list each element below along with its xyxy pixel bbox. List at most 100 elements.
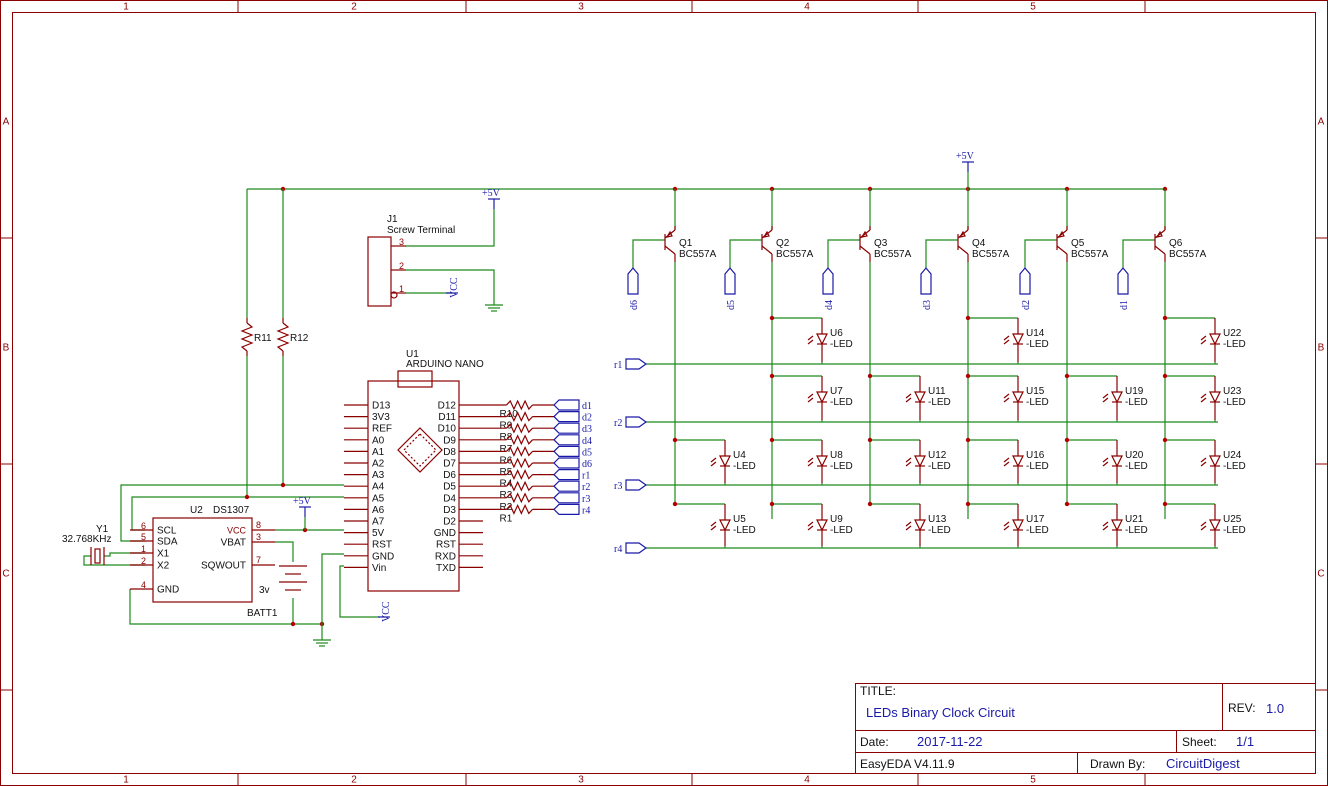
arduino-pin-label: TXD xyxy=(436,563,456,574)
usb-connector-icon xyxy=(397,370,433,388)
sheet-label: Sheet: xyxy=(1182,735,1217,749)
column-marker-bottom: 1 xyxy=(123,775,129,786)
led-icon xyxy=(1102,393,1109,399)
junction-dot xyxy=(1064,501,1070,507)
net-port-label: r1 xyxy=(614,360,622,371)
crystal-icon xyxy=(94,548,101,564)
crystal-value: 32.768KHz xyxy=(62,534,111,545)
led-icon xyxy=(1102,461,1109,467)
j1-pin-number: 1 xyxy=(399,284,404,294)
column-marker-top: 5 xyxy=(1030,2,1036,13)
transistor-part: BC557A xyxy=(679,249,717,260)
net-port-label: r4 xyxy=(582,505,590,516)
led-icon xyxy=(1200,339,1207,345)
mcu-chip-icon xyxy=(397,427,443,473)
transistor-ref: Q5 xyxy=(1071,238,1085,249)
led-icon xyxy=(807,461,814,467)
arduino-pin-label: A7 xyxy=(372,517,385,528)
led-icon xyxy=(710,461,717,467)
column-marker-bottom: 3 xyxy=(578,775,584,786)
led-icon xyxy=(905,457,912,463)
arduino-pin-label: D11 xyxy=(438,412,456,423)
column-marker-bottom: 2 xyxy=(351,775,357,786)
j1-pin-number: 2 xyxy=(399,261,404,271)
column-marker-top: 2 xyxy=(351,2,357,13)
led-icon xyxy=(807,457,814,463)
led-icon xyxy=(1102,521,1109,527)
column-marker-top: 3 xyxy=(578,2,584,13)
rtc-pin-number: 7 xyxy=(256,555,261,565)
software-version: EasyEDA V4.11.9 xyxy=(860,757,955,771)
led-value: -LED xyxy=(928,525,951,536)
arduino-pin-label: REF xyxy=(372,424,392,435)
rtc-pin-label: SCL xyxy=(157,526,177,537)
arduino-pin-label: D2 xyxy=(443,517,456,528)
date-label: Date: xyxy=(860,735,889,749)
power-5v-label: +5V xyxy=(956,151,975,162)
row-marker-right: B xyxy=(1318,343,1325,354)
j1-name: Screw Terminal xyxy=(387,225,455,236)
resistor-body xyxy=(506,422,533,434)
led-icon xyxy=(914,391,926,404)
junction-dot xyxy=(280,482,286,488)
wire xyxy=(104,552,145,557)
led-value: -LED xyxy=(830,461,853,472)
transistor-icon xyxy=(1154,245,1166,255)
wire xyxy=(925,239,958,268)
led-icon xyxy=(807,525,814,531)
led-icon xyxy=(807,397,814,403)
led-ref: U11 xyxy=(928,386,946,397)
led-value: -LED xyxy=(830,397,853,408)
arduino-pin-label: 5V xyxy=(372,528,385,539)
junction-dot xyxy=(965,501,971,507)
column-marker-top: 4 xyxy=(804,2,810,13)
battery-value: 3v xyxy=(259,585,270,596)
led-ref: U19 xyxy=(1125,386,1144,397)
rtc-pin-number: 4 xyxy=(141,580,146,590)
led-icon xyxy=(1200,525,1207,531)
net-port-label: d1 xyxy=(582,401,592,412)
resistor-ref: R7 xyxy=(500,444,513,455)
drawing-title: LEDs Binary Clock Circuit xyxy=(866,705,1015,720)
transistor-arrow xyxy=(860,230,868,238)
j1-pin-number: 3 xyxy=(399,237,404,247)
net-port-label: d2 xyxy=(1021,300,1032,310)
led-icon xyxy=(1200,461,1207,467)
led-value: -LED xyxy=(733,461,756,472)
led-icon xyxy=(1200,457,1207,463)
rtc-pin-number: 6 xyxy=(141,521,146,531)
resistor-ref: R2 xyxy=(500,502,513,513)
transistor-part: BC557A xyxy=(776,249,814,260)
led-value: -LED xyxy=(1125,397,1148,408)
transistor-icon xyxy=(761,245,773,255)
led-icon xyxy=(914,519,926,532)
transistor-ref: Q3 xyxy=(874,238,888,249)
pin1-marker xyxy=(390,291,398,299)
led-icon xyxy=(1012,391,1024,404)
arduino-pin-label: RXD xyxy=(435,551,456,562)
resistor-body xyxy=(506,480,533,492)
arduino-pin-label: D9 xyxy=(443,435,456,446)
led-icon xyxy=(719,455,731,468)
net-port-flag xyxy=(822,267,834,295)
rtc-pin-label: VBAT xyxy=(221,538,246,549)
wire xyxy=(406,269,495,305)
led-value: -LED xyxy=(1223,525,1246,536)
led-icon xyxy=(816,391,828,404)
led-ref: U24 xyxy=(1223,450,1242,461)
net-port-label: r2 xyxy=(614,418,622,429)
resistor-ref: R6 xyxy=(500,455,513,466)
transistor-arrow xyxy=(958,230,966,238)
row-marker-right: C xyxy=(1317,569,1324,580)
net-port-flag xyxy=(627,267,639,295)
led-icon xyxy=(710,521,717,527)
junction-dot xyxy=(1162,373,1168,379)
rev-value: 1.0 xyxy=(1266,701,1284,716)
wire xyxy=(632,239,665,268)
rtc-pin-number: 1 xyxy=(141,544,146,554)
led-icon xyxy=(807,521,814,527)
drawn-by-value: CircuitDigest xyxy=(1166,756,1240,771)
led-value: -LED xyxy=(928,397,951,408)
junction-dot xyxy=(290,621,296,627)
led-icon xyxy=(1012,455,1024,468)
